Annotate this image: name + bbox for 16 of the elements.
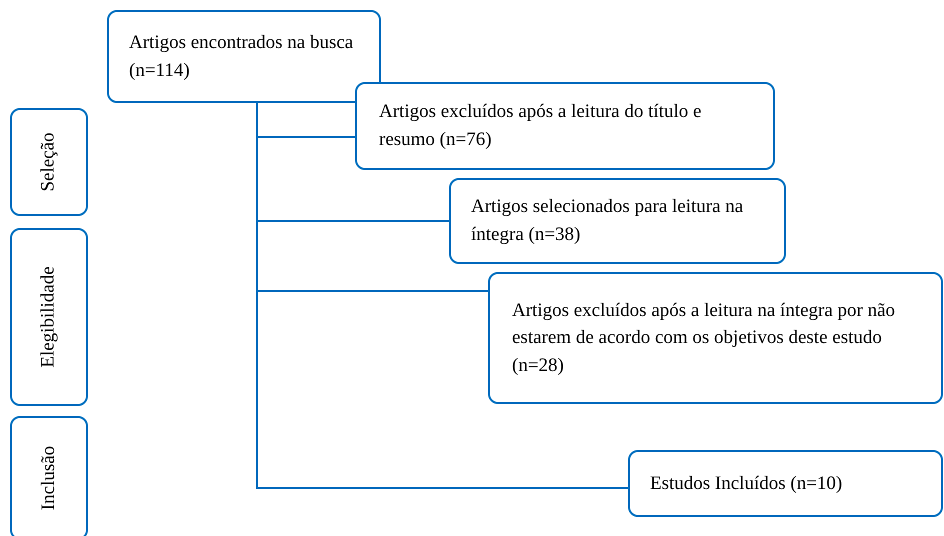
process-box (488, 272, 943, 404)
process-box (628, 450, 943, 517)
process-box (355, 82, 775, 170)
box-text: Artigos selecionados para leitura na íntegra (n=38) (471, 195, 744, 247)
box-text: Artigos excluídos após a leitura na íntegra por não estarem de acordo com os objetivos deste estudo (n=28) (512, 298, 896, 378)
box-text: Estudos Incluídos (n=10) (650, 472, 842, 496)
phase-label: Seleção (38, 132, 60, 192)
phase-label: Inclusão (38, 446, 60, 510)
phase-band (10, 108, 88, 216)
box-text: Artigos encontrados na busca (n=114) (129, 30, 354, 82)
phase-label: Elegibilidade (38, 266, 60, 368)
process-box (449, 178, 786, 264)
phase-band (10, 416, 88, 536)
process-box (107, 10, 381, 103)
box-text: Artigos excluídos após a leitura do título e resumo (n=76) (379, 100, 702, 152)
phase-band (10, 228, 88, 406)
